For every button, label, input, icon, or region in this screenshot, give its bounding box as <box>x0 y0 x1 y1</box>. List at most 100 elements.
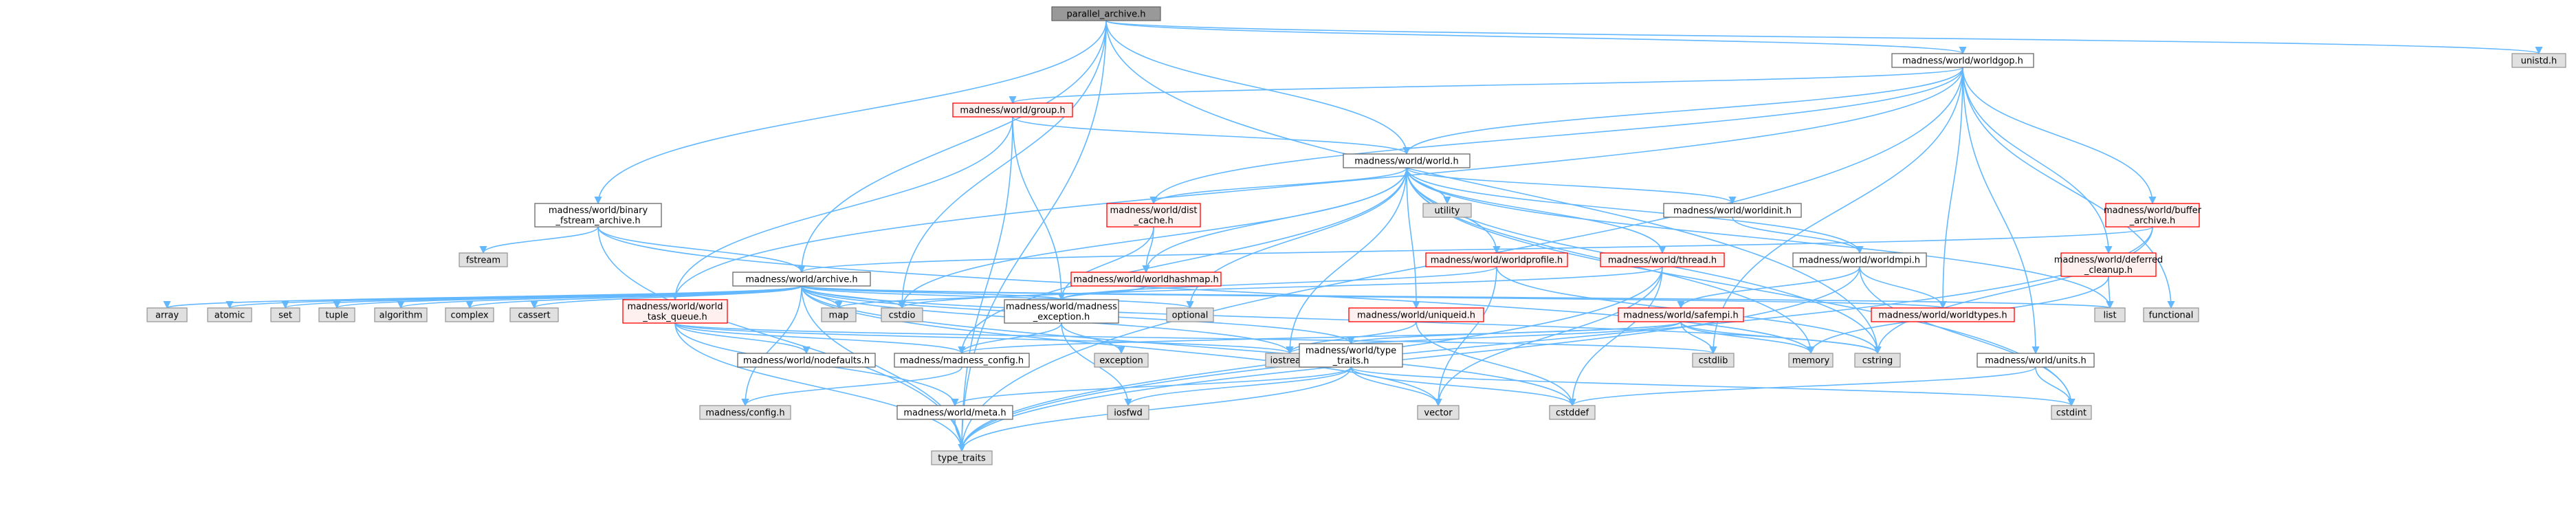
node-cstdio[interactable]: cstdio <box>881 307 923 322</box>
edge-archive-to-typetraits <box>801 285 966 452</box>
node-label-root: parallel_archive.h <box>1067 10 1146 20</box>
node-hashmap[interactable]: madness/world/worldhashmap.h <box>1070 272 1222 287</box>
node-cstring[interactable]: cstring <box>1854 353 1901 368</box>
edge-group-to-madexc <box>1012 116 1066 301</box>
node-meta[interactable]: madness/world/meta.h <box>896 405 1013 420</box>
node-algorithm[interactable]: algorithm <box>374 307 428 322</box>
node-typetraitsm[interactable]: madness/world/type_traits.h <box>1299 343 1403 368</box>
edge-group-to-taskqueue <box>671 116 1013 301</box>
node-cstdint[interactable]: cstdint <box>2051 405 2092 420</box>
edge-taskqueue-to-typetraits <box>674 322 966 452</box>
edge-taskqueue-to-cstdlib <box>674 322 1717 355</box>
node-worldmpi[interactable]: madness/world/worldmpi.h <box>1792 252 1927 267</box>
node-cstdlib[interactable]: cstdlib <box>1692 353 1735 368</box>
node-buffer[interactable]: madness/world/buffer_archive.h <box>2104 203 2202 228</box>
node-utility[interactable]: utility <box>1422 203 1472 218</box>
node-label-array: array <box>155 311 179 321</box>
node-thread[interactable]: madness/world/thread.h <box>1600 252 1725 267</box>
node-set[interactable]: set <box>270 307 300 322</box>
node-box-cstring <box>1854 353 1901 368</box>
node-label-safempi: madness/world/safempi.h <box>1623 311 1738 321</box>
node-box-thread <box>1600 252 1725 267</box>
edge-typetraitsm-to-cstdint <box>1350 366 2076 407</box>
node-fstream[interactable]: fstream <box>459 252 508 267</box>
edge-archive-to-worldtypes <box>801 285 1946 309</box>
node-safempi[interactable]: madness/world/safempi.h <box>1618 307 1744 322</box>
dependency-edges <box>163 20 2542 452</box>
edge-safempi-to-typetraitsm <box>1347 321 1682 345</box>
node-label-list: list <box>2103 311 2116 321</box>
node-world[interactable]: madness/world/world.h <box>1343 153 1471 168</box>
node-box-memory <box>1788 353 1834 368</box>
node-box-worldgop <box>1891 53 2034 68</box>
node-distcache[interactable]: madness/world/dist_cache.h <box>1106 203 1201 228</box>
node-archive[interactable]: madness/world/archive.h <box>732 272 871 287</box>
edge-root-to-cstdio <box>898 20 1107 309</box>
edge-worldgop-to-buffer <box>1962 67 2157 205</box>
node-box-taskqueue <box>622 299 728 324</box>
edge-units-to-cstdint <box>2035 366 2076 407</box>
node-vector[interactable]: vector <box>1417 405 1460 420</box>
node-worldtypes[interactable]: madness/world/worldtypes.h <box>1871 307 2015 322</box>
node-binary[interactable]: madness/world/binary_fstream_archive.h <box>534 203 662 228</box>
node-box-cstdint <box>2051 405 2092 420</box>
edge-root-to-binary <box>594 20 1107 205</box>
edge-safempi-to-memory <box>1680 321 1815 355</box>
node-box-worldtypes <box>1871 307 2015 322</box>
node-label-buffer: _archive.h <box>2129 216 2176 226</box>
node-label-nodefaults: madness/world/nodefaults.h <box>743 356 870 366</box>
node-label-buffer: madness/world/buffer <box>2104 206 2202 216</box>
edge-world-to-madconfig <box>958 167 1407 355</box>
node-complex[interactable]: complex <box>445 307 494 322</box>
node-tuple[interactable]: tuple <box>318 307 355 322</box>
node-iosfwd[interactable]: iosfwd <box>1107 405 1149 420</box>
node-configh[interactable]: madness/config.h <box>699 405 791 420</box>
node-box-madexc <box>1004 299 1119 324</box>
edge-worldgop-to-worldtypes <box>1939 67 1963 309</box>
node-typetraits[interactable]: type_traits <box>931 450 993 465</box>
node-box-vector <box>1417 405 1460 420</box>
node-root[interactable]: parallel_archive.h <box>1051 6 1161 21</box>
node-madconfig[interactable]: madness/madness_config.h <box>894 353 1030 368</box>
edge-root-to-unistd <box>1105 20 2542 55</box>
node-deferred[interactable]: madness/world/deferred_cleanup.h <box>2054 252 2163 277</box>
edge-worldmpi-to-worldtypes <box>1859 266 1947 309</box>
edge-madexc-to-madconfig <box>958 322 1062 355</box>
node-box-group <box>952 102 1073 118</box>
edge-buffer-to-archive <box>798 226 2153 274</box>
node-box-nodefaults <box>737 353 876 368</box>
node-profile[interactable]: madness/world/worldprofile.h <box>1425 252 1568 267</box>
node-label-memory: memory <box>1792 356 1830 366</box>
node-list[interactable]: list <box>2094 307 2126 322</box>
node-unistd[interactable]: unistd.h <box>2511 53 2566 68</box>
node-label-worldgop: madness/world/worldgop.h <box>1902 56 2023 67</box>
node-memory[interactable]: memory <box>1788 353 1834 368</box>
node-uniqueid[interactable]: madness/world/uniqueid.h <box>1348 307 1484 322</box>
node-worldinit[interactable]: madness/world/worldinit.h <box>1663 203 1802 218</box>
node-group[interactable]: madness/world/group.h <box>952 102 1073 118</box>
node-box-iosfwd <box>1107 405 1149 420</box>
node-optional[interactable]: optional <box>1166 307 1214 322</box>
node-exception[interactable]: exception <box>1094 353 1149 368</box>
node-box-set <box>270 307 300 322</box>
node-worldgop[interactable]: madness/world/worldgop.h <box>1891 53 2034 68</box>
node-box-uniqueid <box>1348 307 1484 322</box>
edge-binary-to-memory <box>597 226 1815 355</box>
node-nodefaults[interactable]: madness/world/nodefaults.h <box>737 353 876 368</box>
node-box-profile <box>1425 252 1568 267</box>
node-label-utility: utility <box>1435 206 1460 217</box>
node-label-deferred: _cleanup.h <box>2084 265 2133 276</box>
node-taskqueue[interactable]: madness/world/world_task_queue.h <box>622 299 728 324</box>
edge-root-to-typetraits <box>958 20 1107 452</box>
node-units[interactable]: madness/world/units.h <box>1977 353 2095 368</box>
node-map[interactable]: map <box>821 307 857 322</box>
node-label-deferred: madness/world/deferred <box>2054 255 2163 265</box>
node-madexc[interactable]: madness/world/madness_exception.h <box>1004 299 1119 324</box>
node-cassert[interactable]: cassert <box>509 307 559 322</box>
node-box-units <box>1977 353 2095 368</box>
node-functional[interactable]: functional <box>2143 307 2199 322</box>
node-array[interactable]: array <box>146 307 188 322</box>
node-cstddef[interactable]: cstddef <box>1549 405 1596 420</box>
node-atomic[interactable]: atomic <box>207 307 252 322</box>
